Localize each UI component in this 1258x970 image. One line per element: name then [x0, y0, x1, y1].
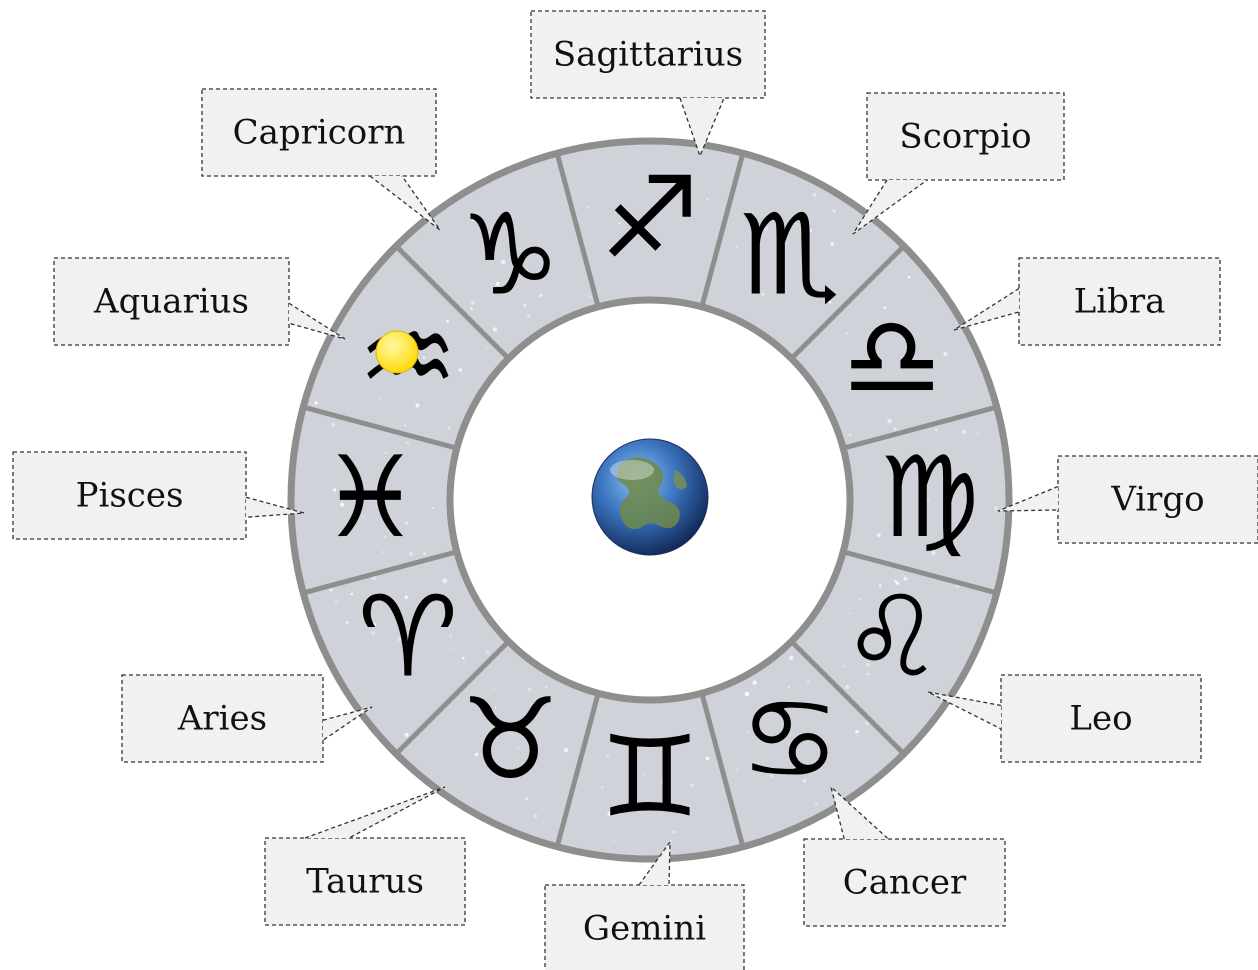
star-speck [943, 654, 945, 656]
star-speck [313, 439, 315, 441]
aries-symbol-icon: ♈ [358, 573, 458, 703]
sign-label-libra: Libra [1074, 282, 1166, 322]
star-speck [935, 428, 938, 431]
star-speck [736, 768, 739, 771]
star-speck [314, 401, 318, 405]
star-speck [530, 325, 532, 327]
libra-symbol-icon: ♎ [842, 293, 942, 423]
sagittarius-symbol-icon: ♐ [600, 153, 700, 283]
star-speck [423, 552, 426, 555]
star-speck [486, 651, 489, 654]
sign-label-cancer: Cancer [843, 863, 967, 903]
star-speck [486, 346, 488, 348]
star-speck [789, 656, 793, 660]
star-speck [462, 657, 465, 660]
star-speck [894, 428, 897, 431]
capricorn-symbol-icon: ♑ [460, 191, 560, 321]
callout-scorpio: Scorpio [853, 93, 1064, 234]
star-speck [908, 276, 911, 279]
star-speck [404, 424, 406, 426]
sign-label-taurus: Taurus [306, 862, 424, 902]
callout-sagittarius: Sagittarius [531, 11, 765, 156]
star-speck [432, 507, 434, 509]
star-speck [943, 352, 947, 356]
star-speck [589, 296, 591, 298]
virgo-symbol-icon: ♍ [879, 433, 979, 563]
star-speck [855, 730, 858, 733]
star-speck [553, 835, 555, 837]
callout-aquarius: Aquarius [54, 258, 345, 345]
star-speck [458, 368, 462, 372]
star-speck [706, 198, 708, 200]
star-speck [331, 423, 335, 427]
callout-libra: Libra [954, 258, 1220, 345]
star-speck [346, 621, 349, 624]
sign-label-pisces: Pisces [76, 476, 184, 516]
sign-label-aquarius: Aquarius [93, 282, 249, 322]
star-speck [493, 327, 498, 332]
pisces-symbol-icon: ♓ [320, 433, 420, 563]
star-speck [351, 593, 354, 596]
scorpio-symbol-icon: ♏ [740, 191, 840, 321]
star-speck [335, 601, 338, 604]
star-speck [587, 206, 589, 208]
star-speck [994, 506, 998, 510]
star-speck [849, 434, 852, 437]
gemini-symbol-icon: ♊ [600, 712, 700, 842]
callout-pisces: Pisces [13, 452, 304, 539]
sign-label-capricorn: Capricorn [233, 113, 406, 153]
star-speck [736, 246, 738, 248]
star-speck [405, 733, 409, 737]
star-speck [534, 814, 538, 818]
sign-label-virgo: Virgo [1110, 480, 1204, 520]
earth-icon [592, 439, 708, 555]
callout-aries: Aries [122, 675, 372, 762]
callout-virgo: Virgo [998, 456, 1258, 543]
sign-label-scorpio: Scorpio [899, 117, 1031, 157]
sun-icon [376, 331, 418, 373]
leo-symbol-icon: ♌ [842, 573, 942, 703]
callout-leo: Leo [928, 675, 1201, 762]
callout-taurus: Taurus [265, 787, 465, 925]
star-speck [564, 748, 568, 752]
cancer-symbol-icon: ♋ [740, 675, 840, 805]
sign-label-sagittarius: Sagittarius [553, 35, 743, 75]
sign-label-gemini: Gemini [583, 909, 706, 949]
star-speck [330, 588, 333, 591]
sign-label-aries: Aries [177, 699, 267, 739]
star-speck [448, 427, 451, 430]
taurus-symbol-icon: ♉ [460, 675, 560, 805]
sign-label-leo: Leo [1069, 699, 1132, 739]
star-speck [706, 757, 710, 761]
callout-capricorn: Capricorn [202, 89, 440, 230]
